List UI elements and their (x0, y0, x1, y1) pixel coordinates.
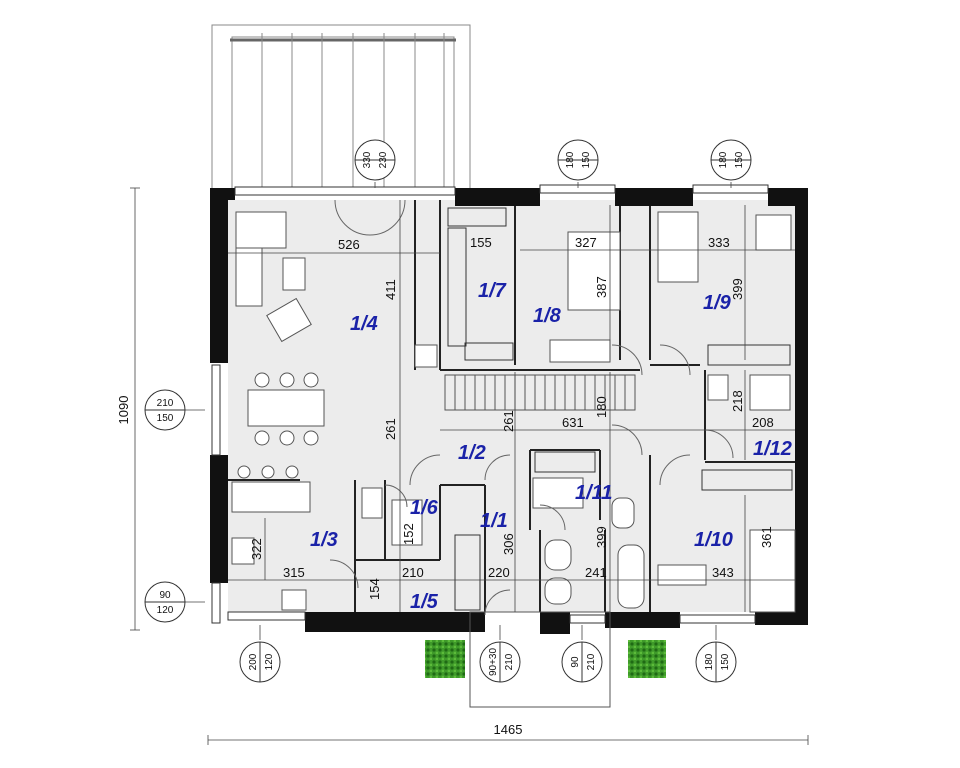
room-label-1-2: 1/2 (458, 442, 486, 464)
hedge-left (425, 640, 465, 678)
dim-hall-depth: 261 (383, 418, 398, 440)
dim-wc-width: 210 (402, 565, 424, 580)
window-bubbles (144, 139, 752, 683)
dim-bedroom9-width: 333 (708, 235, 730, 250)
room-label-1-5: 1/5 (410, 591, 439, 613)
bed-icon (657, 211, 699, 283)
dim-closet-width: 155 (470, 235, 492, 250)
armchair-icon (266, 297, 312, 343)
room-label-1-4: 1/4 (350, 313, 378, 335)
fireplace-icon (414, 344, 438, 368)
window-bubble-texts: 330 230 180 150 180 150 210 150 90 120 2… (157, 151, 745, 676)
window-left-bottom: 150 (157, 413, 174, 424)
dim-room12-width: 208 (752, 415, 774, 430)
furniture (231, 211, 796, 613)
toilet-icon (611, 497, 635, 529)
sofa-icon (235, 211, 287, 249)
room-label-1-10: 1/10 (694, 529, 733, 551)
dim-bedroom8-depth: 387 (594, 276, 609, 298)
window-bed9-bottom: 150 (734, 151, 745, 168)
dim-bedroom10-width: 343 (712, 565, 734, 580)
dim-vestibule-depth: 306 (501, 533, 516, 555)
window-kitchen-bottom: 120 (264, 653, 275, 670)
room-label-1-3: 1/3 (310, 529, 338, 551)
window-kitchen-side-bottom: 120 (157, 605, 174, 616)
window-entrance-top: 90+30 (488, 648, 499, 677)
window-bath-bottom: 210 (586, 653, 597, 670)
dim-living-width: 526 (338, 237, 360, 252)
room-label-1-7: 1/7 (478, 280, 507, 302)
dim-corridor-depth-b: 180 (594, 396, 609, 418)
dim-pantry-depth: 152 (401, 523, 416, 545)
dim-hall-width: 220 (488, 565, 510, 580)
stove-icon (231, 537, 255, 565)
dim-bedroom8-width: 327 (575, 235, 597, 250)
dim-corridor-width: 631 (562, 415, 584, 430)
window-bed8-top: 180 (565, 151, 576, 168)
dim-bedroom10-depth: 361 (759, 526, 774, 548)
exterior-walls (210, 188, 808, 634)
dim-wc-depth: 154 (367, 578, 382, 600)
room-label-1-6: 1/6 (410, 497, 439, 519)
room-label-1-11: 1/11 (575, 482, 612, 504)
bathtub-icon (617, 544, 645, 609)
dim-overall-width: 1465 (494, 722, 523, 737)
room-labels: 1/1 1/2 1/3 1/4 1/5 1/6 1/7 1/8 1/9 1/10… (310, 280, 792, 613)
window-bed8-bottom: 150 (581, 151, 592, 168)
room-partitions (228, 200, 795, 612)
entrance-porch (469, 611, 611, 708)
pergola (211, 24, 471, 191)
kitchen-island-icon (231, 481, 311, 513)
window-kitchen-top: 200 (248, 653, 259, 670)
washbasin-icon (532, 477, 584, 509)
desk-icon (549, 339, 611, 363)
desk-icon (657, 564, 707, 586)
window-bed9-top: 180 (718, 151, 729, 168)
dim-kitchen-width: 315 (283, 565, 305, 580)
dim-kitchen-depth: 322 (249, 538, 264, 560)
dim-room12-depth: 218 (730, 390, 745, 412)
window-entrance-bottom: 210 (504, 653, 515, 670)
window-left-top: 210 (157, 398, 174, 409)
window-bed10-bottom: 150 (720, 653, 731, 670)
dim-bedroom9-depth: 399 (730, 278, 745, 300)
bed-icon (567, 231, 621, 311)
dim-overall-height: 1090 (116, 396, 131, 425)
dim-bath-depth: 399 (594, 526, 609, 548)
dimension-lines (130, 182, 809, 745)
room-label-1-12: 1/12 (753, 438, 792, 460)
dining-table-icon (247, 389, 325, 427)
dim-bath-width: 241 (585, 565, 607, 580)
dimension-texts: 526 411 261 322 315 210 154 152 220 306 … (116, 235, 774, 737)
dim-living-depth: 411 (383, 279, 398, 300)
window-bath-top: 90 (570, 656, 581, 668)
sink-icon (281, 589, 307, 611)
room-label-1-1: 1/1 (480, 510, 508, 532)
staircase (444, 374, 636, 411)
room-label-1-8: 1/8 (533, 305, 562, 327)
hedge-right (628, 640, 666, 678)
window-kitchen-side-top: 90 (159, 590, 171, 601)
window-bed10-top: 180 (704, 653, 715, 670)
bed-icon (749, 529, 796, 613)
windows (211, 184, 769, 624)
window-terrace-bottom: 230 (378, 151, 389, 168)
dim-corridor-depth-a: 261 (501, 410, 516, 432)
room-label-1-9: 1/9 (703, 292, 732, 314)
window-terrace-top: 330 (362, 151, 373, 168)
wardrobes (447, 207, 793, 611)
